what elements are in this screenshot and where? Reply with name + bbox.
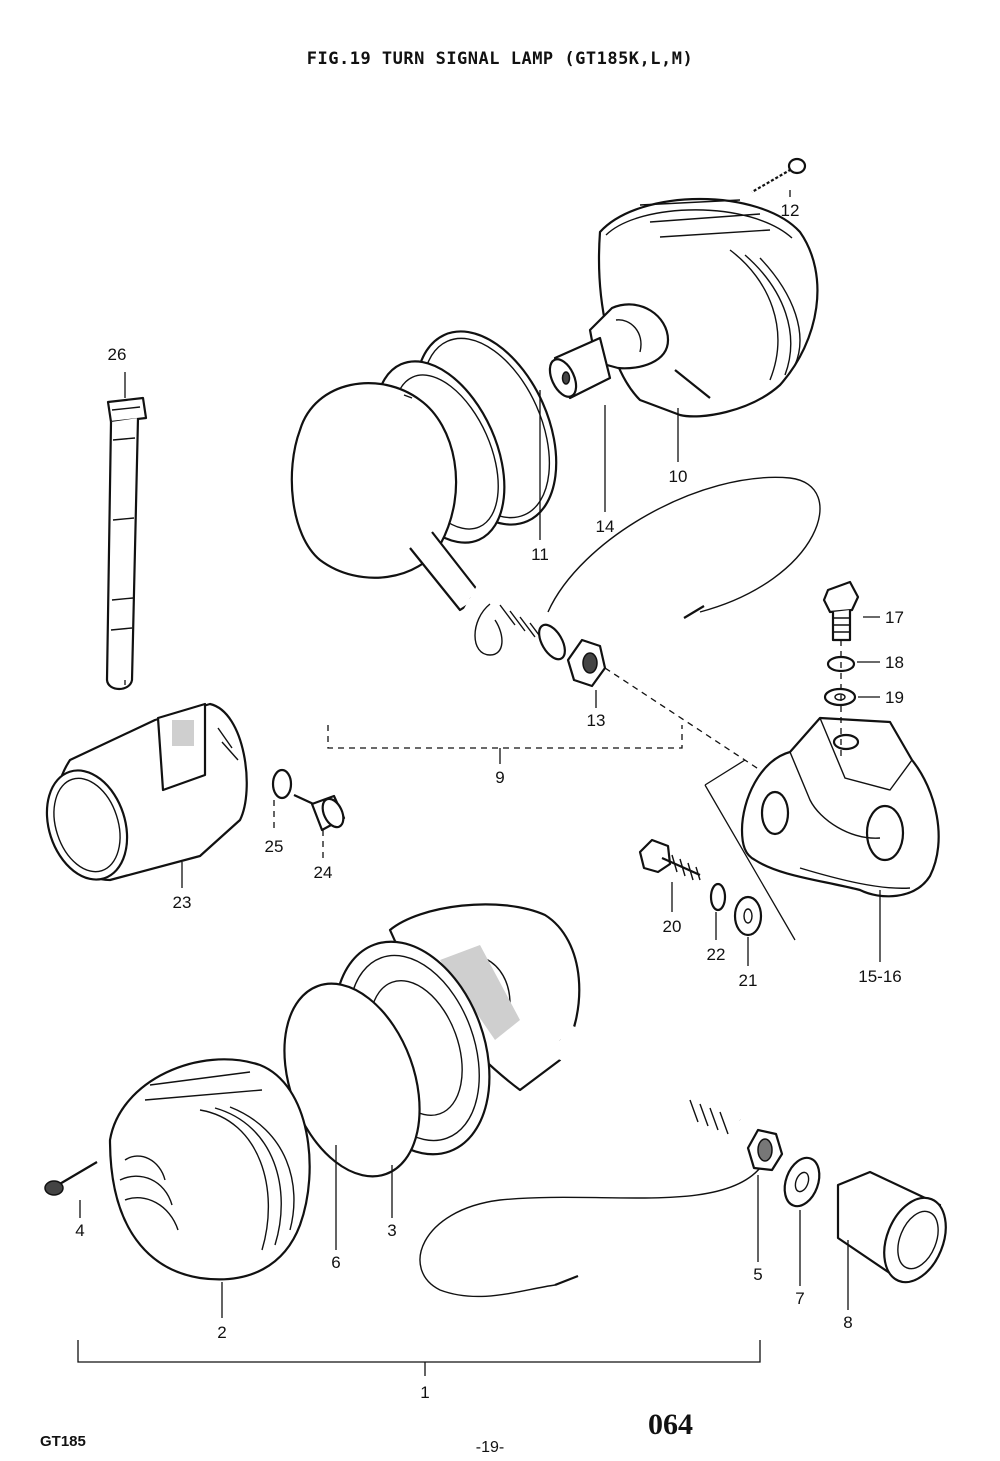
part-2-lens (108, 1058, 311, 1281)
label-22: 22 (707, 945, 726, 964)
label-10: 10 (669, 467, 688, 486)
part-4-screw (44, 1161, 98, 1196)
upper-lamp-wire (547, 476, 821, 613)
page-code: 064 (648, 1408, 693, 1441)
lower-wire-terminal (554, 1274, 579, 1287)
bracket-guide-lines (704, 759, 796, 941)
upper-wire-terminal (683, 605, 705, 619)
part-19-washer (823, 687, 857, 707)
page-number: -19- (476, 1439, 504, 1456)
part-26-cable-tie (105, 396, 148, 691)
label-5: 5 (753, 1265, 762, 1284)
label-9: 9 (495, 768, 504, 787)
part-8-boot (836, 1170, 947, 1284)
part-24-bolt (293, 794, 346, 832)
label-17: 17 (885, 608, 904, 627)
label-25: 25 (265, 837, 284, 856)
label-14: 14 (596, 517, 615, 536)
label-23: 23 (173, 893, 192, 912)
label-21: 21 (739, 971, 758, 990)
part-15-16-bracket (740, 716, 940, 898)
part-5-nut (746, 1128, 784, 1172)
lower-housing (388, 903, 748, 1137)
label-1: 1 (420, 1383, 429, 1402)
label-11: 11 (531, 545, 549, 564)
label-2: 2 (217, 1323, 226, 1342)
label-24: 24 (314, 863, 333, 882)
label-12: 12 (781, 201, 800, 220)
part-14-bulb (548, 303, 670, 400)
part-25-washer (271, 768, 293, 800)
part-13-nut (566, 638, 607, 688)
label-13: 13 (587, 711, 606, 730)
label-20: 20 (663, 917, 682, 936)
figure-title: FIG.19 TURN SIGNAL LAMP (GT185K,L,M) (307, 49, 693, 69)
model-code: GT185 (40, 1433, 86, 1450)
callout-labels: 1 2 3 4 5 6 7 8 9 10 11 12 13 14 15-16 1… (75, 201, 904, 1402)
label-4: 4 (75, 1221, 84, 1240)
lower-lamp-wire (419, 1167, 761, 1298)
label-8: 8 (843, 1313, 852, 1332)
label-15-16: 15-16 (858, 967, 901, 986)
label-18: 18 (885, 653, 904, 672)
label-3: 3 (387, 1221, 396, 1240)
part-20-bolt (638, 838, 701, 881)
label-26: 26 (108, 345, 127, 364)
bracket-9 (327, 725, 683, 749)
part-21-washer (733, 895, 763, 937)
label-19: 19 (885, 688, 904, 707)
label-7: 7 (795, 1289, 804, 1308)
part-9-housing (290, 360, 566, 661)
bracket-1 (77, 1340, 761, 1363)
part-17-bolt (822, 580, 860, 642)
leader-lines (79, 190, 881, 1318)
nut-guide-dashed (604, 667, 761, 771)
part-12-screw (751, 157, 807, 194)
part-23-flasher-relay (45, 702, 248, 882)
label-6: 6 (331, 1253, 340, 1272)
part-7-washer (783, 1156, 821, 1208)
part-22-lock-washer (709, 882, 727, 912)
